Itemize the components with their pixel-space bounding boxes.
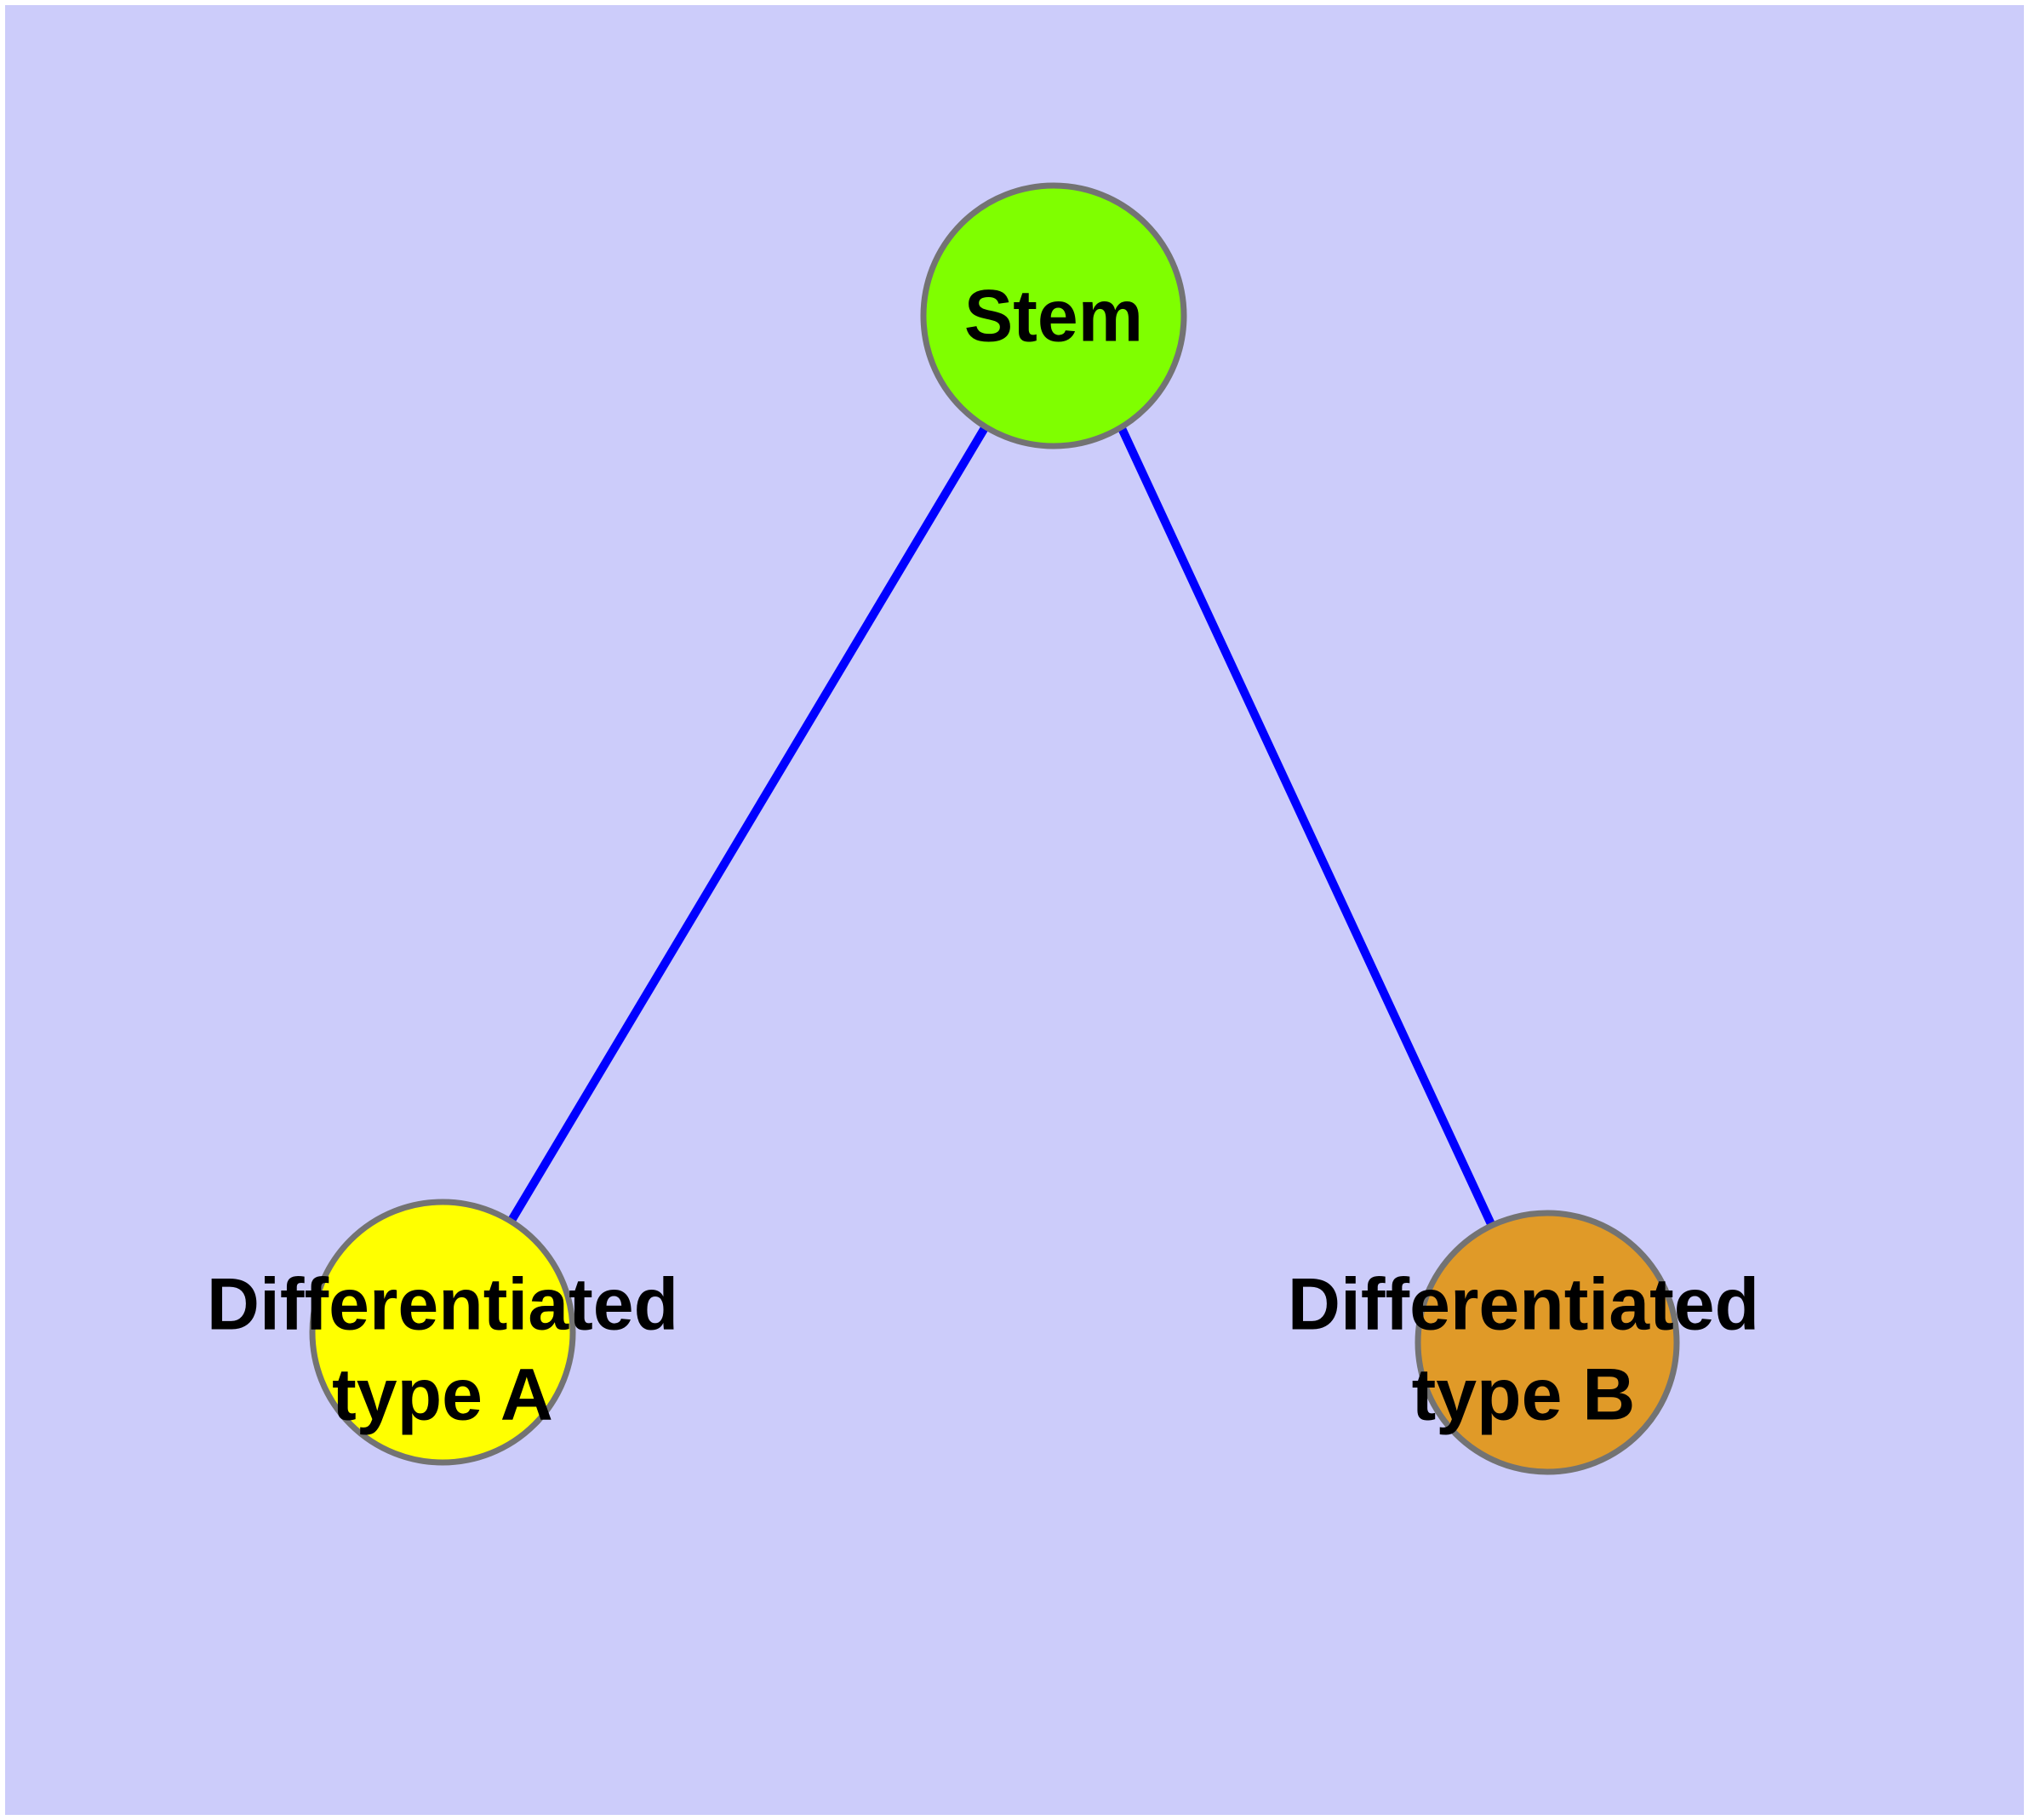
node-diff-b-circle[interactable] (1415, 1210, 1680, 1475)
node-diff-a-circle[interactable] (309, 1199, 576, 1466)
node-diff-a-label-line-1: Differentiated (207, 1264, 678, 1346)
edge-stem-to-diff-b[interactable] (1117, 424, 1495, 1227)
node-diff-a-label-line-2: type A (332, 1354, 553, 1436)
node-diff-b-label-line-2: type B (1412, 1354, 1636, 1436)
node-layer (309, 182, 1680, 1475)
node-diff-b-label-line-1: Differentiated (1288, 1264, 1759, 1346)
node-diff-b[interactable] (1415, 1210, 1680, 1475)
label-layer: Stem Differentiated type A Differentiate… (207, 276, 1759, 1436)
edge-layer (508, 424, 1495, 1227)
node-stem[interactable] (920, 182, 1187, 449)
edge-stem-to-diff-a[interactable] (508, 424, 990, 1222)
node-diff-a[interactable] (309, 1199, 576, 1466)
node-stem-circle[interactable] (920, 182, 1187, 449)
node-stem-label: Stem (964, 276, 1143, 358)
